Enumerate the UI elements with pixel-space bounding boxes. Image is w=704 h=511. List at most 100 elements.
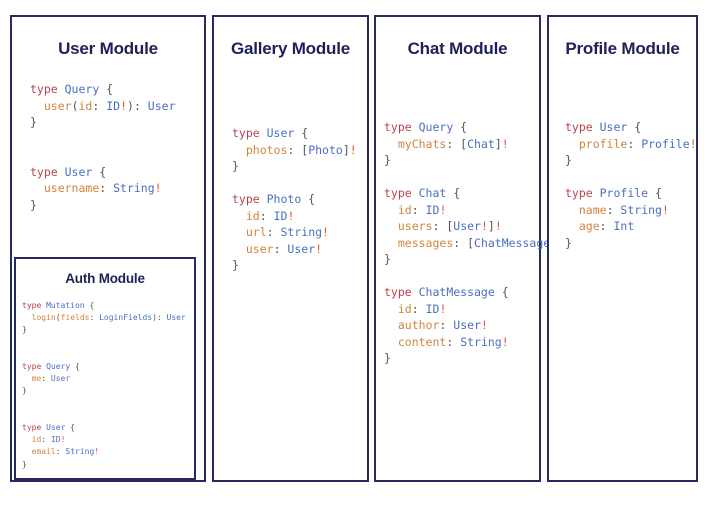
module-title-auth: Auth Module (65, 271, 145, 286)
code-token: : (411, 202, 426, 217)
code-line: type User { (232, 125, 367, 142)
code-line (22, 398, 194, 410)
code-token: : (446, 334, 461, 349)
code-token: : (92, 98, 107, 113)
code-line: } (565, 152, 696, 169)
code-line: } (30, 114, 204, 131)
code-token: type (232, 126, 267, 140)
code-token: Chat (418, 186, 447, 200)
code-line: type Photo { (232, 191, 367, 208)
code-token: Chat (467, 136, 495, 151)
code-token: ! (154, 181, 162, 195)
code-token: : [ (453, 235, 475, 250)
code-line: profile: Profile! (565, 136, 697, 153)
code-token (232, 242, 246, 256)
code-token: type (384, 285, 419, 299)
code-line (22, 349, 194, 361)
code-token: } (384, 153, 391, 167)
code-token: id (31, 435, 42, 445)
code-line: id: ID! (22, 434, 194, 446)
code-token: profile (578, 136, 628, 151)
code-line (565, 169, 696, 186)
code-token: ): (152, 313, 167, 323)
code-token: me (31, 374, 42, 384)
code-token: ! (501, 334, 509, 349)
code-token (22, 313, 32, 322)
code-token (384, 219, 398, 233)
code-line: } (22, 459, 194, 471)
code-token: : (439, 318, 454, 332)
code-token: type (232, 192, 267, 206)
code-line: url: String! (232, 224, 367, 241)
code-token: ID (425, 202, 440, 217)
code-line: id: ID! (384, 301, 539, 318)
code-token: : (273, 241, 288, 256)
code-token: ID (106, 98, 121, 113)
code-token: ! (322, 225, 329, 239)
code-token: } (384, 252, 391, 266)
code-token: ! (689, 136, 697, 151)
code-token: ChatMessage (418, 285, 495, 299)
code-token: { (494, 285, 509, 299)
code-line: } (384, 251, 539, 268)
schema-code-gallery: type User { photos: [Photo]!} type Photo… (232, 125, 367, 274)
code-token: ID (425, 301, 440, 316)
code-token: type (30, 164, 65, 179)
code-token (22, 435, 32, 444)
code-token: User (50, 374, 71, 384)
code-token: { (627, 120, 642, 134)
code-token: id (245, 208, 260, 223)
code-token: User (46, 423, 66, 433)
code-token (384, 137, 398, 151)
code-token: ! (480, 219, 488, 233)
code-token: User (147, 98, 176, 113)
code-token: } (384, 351, 391, 365)
code-token: { (301, 192, 316, 206)
code-line: type Query { (30, 81, 204, 98)
code-line: type Profile { (565, 185, 696, 202)
schema-code-chat: type Query { myChats: [Chat]!} type Chat… (384, 119, 564, 367)
module-title-gallery: Gallery Module (230, 39, 351, 58)
code-token: : (606, 202, 621, 217)
code-line: user: User! (232, 241, 367, 258)
code-line: type Chat { (384, 185, 539, 202)
code-token: : [ (446, 136, 468, 151)
code-token (384, 335, 398, 349)
code-token: : (627, 136, 642, 151)
code-line: username: String! (30, 180, 204, 197)
code-line: } (565, 235, 696, 252)
code-token: name (578, 202, 607, 217)
code-token (565, 203, 579, 217)
schema-code-user: type Query { user(id: ID!): User} type U… (30, 81, 204, 213)
code-token: Profile (641, 136, 690, 151)
code-token: ! (120, 98, 128, 113)
code-token: { (648, 186, 662, 200)
code-token: User (266, 126, 295, 140)
code-token: : (41, 435, 51, 445)
code-token: ! (94, 447, 100, 457)
code-token: type (22, 301, 47, 310)
code-token (384, 236, 398, 250)
code-token: ] (494, 136, 502, 151)
code-token: content (397, 334, 447, 349)
code-token: ! (494, 219, 502, 233)
code-token: String (65, 447, 95, 457)
code-line (232, 175, 367, 192)
code-token: } (232, 258, 239, 272)
code-token: } (22, 325, 27, 335)
code-token: { (84, 301, 95, 310)
code-line: users: [User!]! (384, 218, 539, 235)
code-token (384, 318, 398, 332)
code-token: User (64, 164, 93, 179)
code-line (384, 268, 539, 285)
code-line: type ChatMessage { (384, 284, 539, 301)
code-token: : [ (432, 219, 454, 233)
code-line (30, 131, 204, 148)
code-token: } (232, 159, 239, 173)
code-line: content: String! (384, 334, 539, 351)
code-token: type (565, 186, 600, 200)
code-token: type (384, 186, 419, 200)
module-title-profile: Profile Module (565, 39, 680, 58)
code-token (384, 302, 398, 316)
code-line: } (232, 257, 367, 274)
